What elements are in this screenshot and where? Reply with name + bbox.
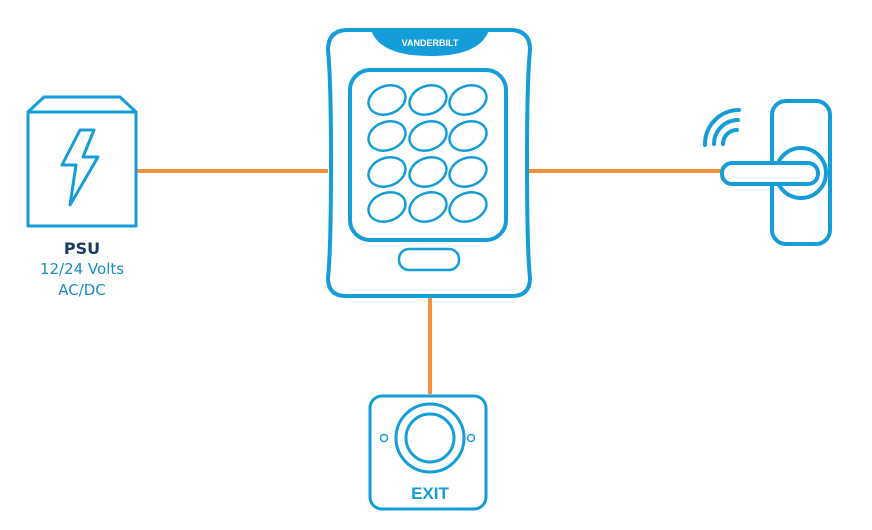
exit-button-unit: EXIT [368, 394, 488, 511]
wires [137, 169, 722, 394]
exit-screw-left [379, 433, 389, 443]
wifi-arc-inner [721, 128, 739, 146]
psu-unit [26, 95, 138, 228]
keypad-key-r2-c2 [408, 120, 448, 152]
keypad-key-r1-c1 [367, 84, 407, 116]
wifi-arc-outer [702, 108, 741, 147]
card-reader-slot [397, 247, 461, 272]
door-handle [720, 161, 820, 186]
keypad-key-r4-c3 [448, 191, 488, 223]
wifi-arc-middle [712, 118, 740, 146]
door-lock [702, 99, 832, 246]
keypad-keys [367, 84, 488, 223]
psu-current-type: AC/DC [58, 281, 106, 299]
psu-label: PSU 12/24 Volts AC/DC [20, 238, 144, 301]
keypad-key-r3-c3 [448, 156, 488, 188]
keypad-key-r3-c1 [367, 156, 407, 188]
push-button-inner [404, 412, 456, 464]
exit-plate [368, 394, 488, 511]
reader-body [325, 28, 533, 298]
reader-brand-cap [370, 30, 490, 57]
lightning-bolt-icon [60, 128, 100, 207]
reader-brand-text: VANDERBILT [402, 38, 459, 48]
push-button-icon [394, 402, 466, 474]
exit-screw-right [466, 433, 476, 443]
keypad-key-r2-c1 [367, 120, 407, 152]
keypad-key-r1-c3 [448, 84, 488, 116]
psu-title: PSU [63, 239, 101, 258]
psu-box [26, 95, 138, 228]
keypad-key-r4-c2 [408, 191, 448, 223]
keypad-reader: VANDERBILT [325, 28, 533, 298]
keypad-frame [348, 68, 508, 242]
psu-voltage: 12/24 Volts [39, 260, 125, 278]
keypad-key-r3-c2 [408, 156, 448, 188]
keypad-key-r2-c3 [448, 120, 488, 152]
keypad-key-r4-c1 [367, 191, 407, 223]
keypad-key-r1-c2 [408, 84, 448, 116]
exit-label: EXIT [411, 484, 449, 503]
